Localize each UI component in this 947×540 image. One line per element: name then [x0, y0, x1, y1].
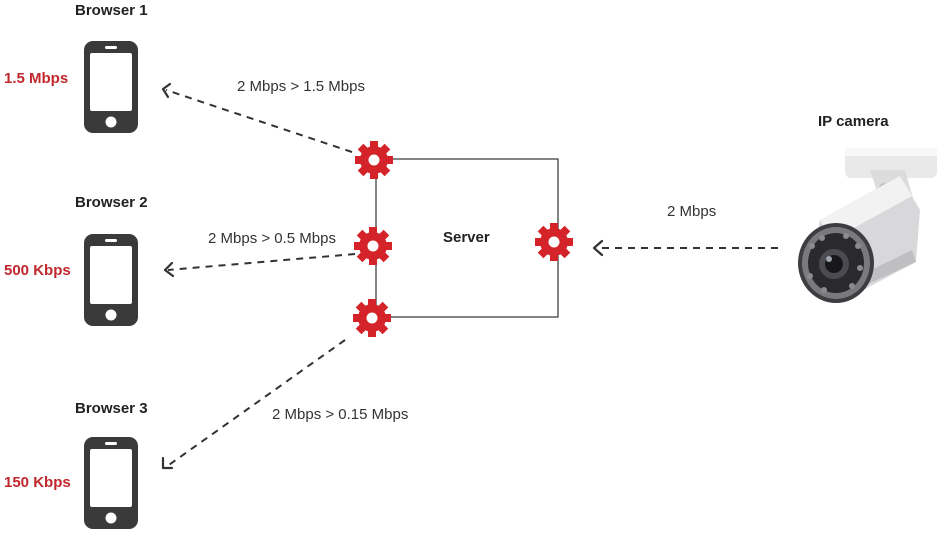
server-to-browser1-line: [165, 89, 353, 153]
server-to-browser3-line: [165, 339, 346, 468]
ip-camera-icon: [798, 148, 937, 303]
arrowhead-browser2-icon: [163, 261, 175, 278]
arrowhead-browser3-icon: [161, 456, 174, 470]
edge-label-camera-to-server: 2 Mbps: [667, 203, 717, 220]
browser2-rate: 500 Kbps: [4, 262, 71, 279]
gear-icon: [345, 291, 399, 345]
arrowhead-server-icon: [592, 239, 604, 257]
edge-label-browser3: 2 Mbps > 0.15 Mbps: [272, 406, 409, 423]
arrowhead-browser1-icon: [161, 82, 172, 99]
smartphone-icon: [84, 437, 138, 529]
smartphone-icon: [84, 41, 138, 133]
browser2-title: Browser 2: [75, 194, 148, 211]
browser1-rate: 1.5 Mbps: [4, 70, 69, 87]
edge-label-browser1: 2 Mbps > 1.5 Mbps: [237, 78, 365, 95]
camera-title: IP camera: [818, 113, 889, 130]
browser1-title: Browser 1: [75, 2, 148, 19]
server-label: Server: [443, 229, 490, 246]
edge-label-browser2: 2 Mbps > 0.5 Mbps: [208, 230, 336, 247]
browser3-rate: 150 Kbps: [4, 474, 71, 491]
server-to-browser2-line: [167, 253, 356, 271]
gear-icon: [527, 215, 581, 269]
smartphone-icon: [84, 234, 138, 326]
gear-icon: [347, 133, 401, 187]
browser3-title: Browser 3: [75, 400, 148, 417]
gear-icon: [346, 219, 400, 273]
